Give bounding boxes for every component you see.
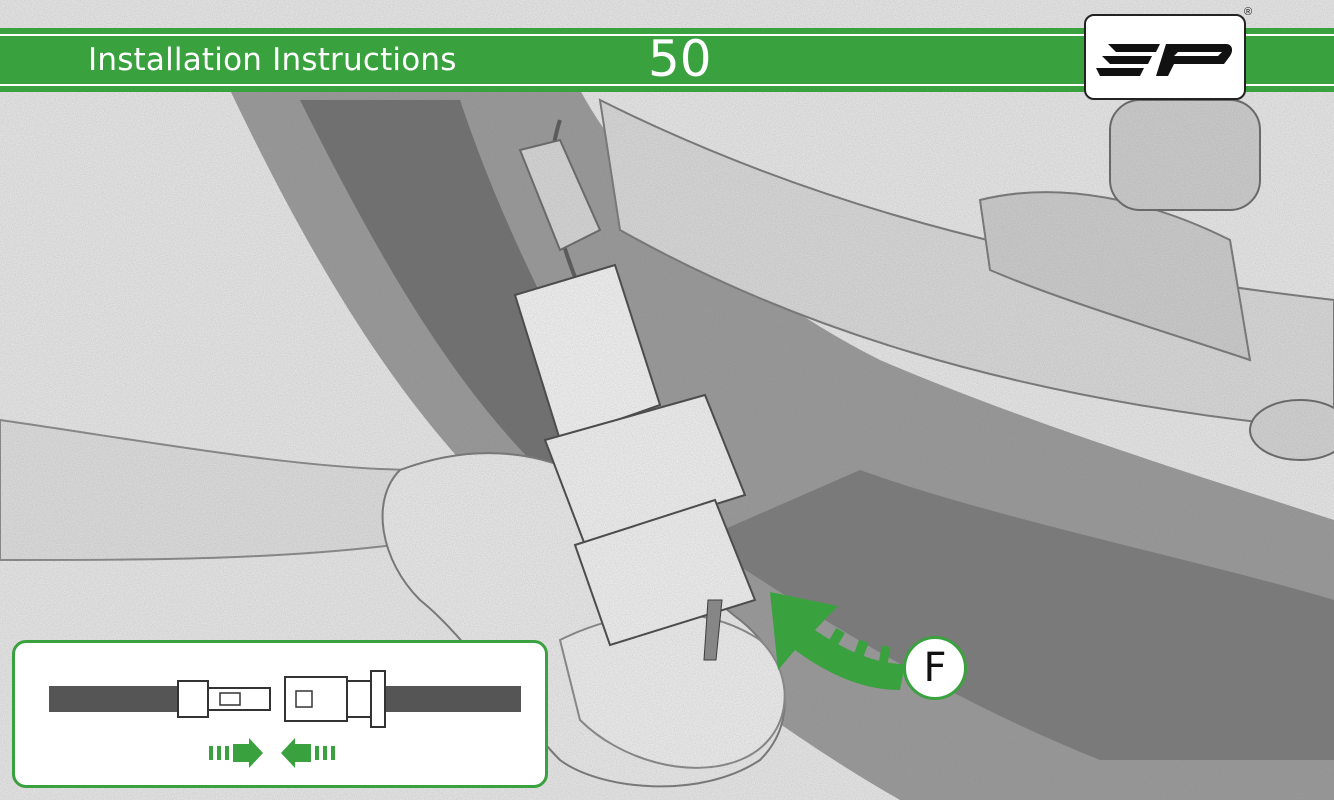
registered-mark-icon: ® bbox=[1244, 6, 1252, 18]
step-number: 50 bbox=[648, 30, 712, 88]
page-title: Installation Instructions bbox=[88, 42, 457, 78]
push-together-arrows-icon bbox=[209, 738, 335, 768]
connector-join-diagram-icon bbox=[15, 643, 545, 785]
callout-label: F bbox=[903, 636, 967, 700]
ep-logo-icon bbox=[1084, 14, 1246, 100]
connector-diagram-panel bbox=[12, 640, 548, 788]
